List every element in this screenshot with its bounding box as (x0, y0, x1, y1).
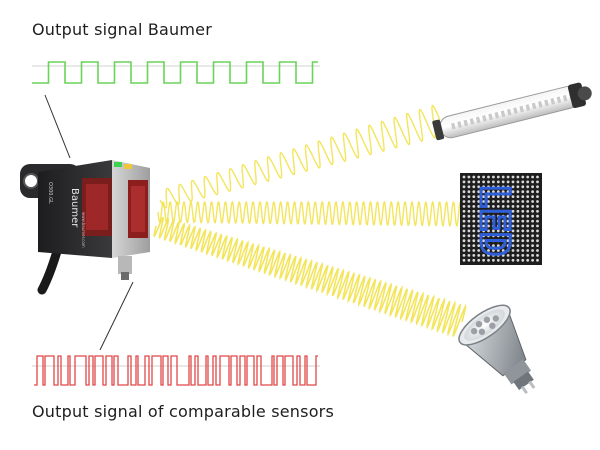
light-wave-to-tube (159, 104, 441, 209)
light-wave-to-led-matrix (157, 200, 463, 227)
led-matrix-panel (460, 173, 542, 265)
sensor-model-text: O300.GL (47, 182, 53, 204)
sensor-brand-text: Baumer (69, 188, 80, 228)
led-matrix-text: LED (471, 184, 517, 256)
baumer-signal-label: Output signal Baumer (32, 20, 213, 39)
light-wave-to-lamp (153, 216, 467, 337)
led-spot-lamp (458, 304, 536, 395)
comparable-signal-trace (32, 355, 320, 386)
sensor-url-text: www.baumer.com (81, 212, 86, 248)
top-connector-line (44, 94, 71, 159)
baumer-sensor (20, 160, 150, 295)
bottom-connector-line (99, 281, 134, 351)
baumer-signal-trace (32, 61, 320, 84)
fluorescent-tube (432, 82, 592, 141)
comparable-signal-label: Output signal of comparable sensors (32, 402, 334, 421)
